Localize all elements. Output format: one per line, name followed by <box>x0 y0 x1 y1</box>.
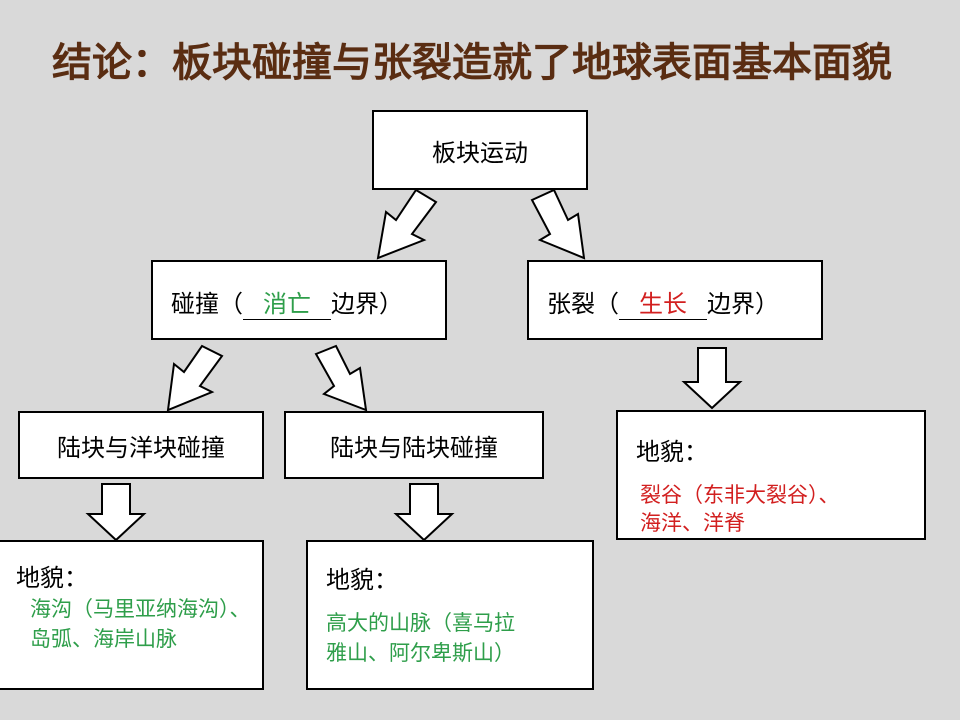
collision-suffix: 边界） <box>331 290 403 318</box>
continent-continent-box: 陆块与陆块碰撞 <box>284 411 544 479</box>
arrow-rift-down-icon <box>681 347 743 410</box>
rift-landform-heading: 地貌： <box>636 438 708 466</box>
plate-motion-label: 板块运动 <box>432 138 528 167</box>
oc-landform-line1: 海沟（马里亚纳海沟）、 <box>30 597 251 621</box>
cc-landform-heading: 地貌： <box>326 566 398 594</box>
arrow-collision-to-continent-icon <box>314 344 368 412</box>
continent-continent-landform-box: 地貌： 高大的山脉（喜马拉 雅山、阿尔卑斯山） <box>306 540 594 690</box>
rift-fill: 生长 <box>619 284 707 320</box>
arrow-continent-down-icon <box>393 483 455 542</box>
slide-title: 结论：板块碰撞与张裂造就了地球表面基本面貌 <box>52 40 892 86</box>
ocean-continent-box: 陆块与洋块碰撞 <box>18 411 264 479</box>
arrow-ocean-down-icon <box>85 483 147 542</box>
rift-prefix: 张裂（ <box>547 290 619 318</box>
oc-landform-line2: 岛弧、海岸山脉 <box>30 627 177 651</box>
arrow-root-to-rift-icon <box>530 188 586 260</box>
collision-box: 碰撞（消亡边界） <box>151 260 447 340</box>
ocean-continent-landform-box: 地貌： 海沟（马里亚纳海沟）、 岛弧、海岸山脉 <box>0 540 264 690</box>
continent-continent-label: 陆块与陆块碰撞 <box>330 433 498 462</box>
rift-box: 张裂（生长边界） <box>527 260 823 340</box>
ocean-continent-label: 陆块与洋块碰撞 <box>57 433 225 462</box>
rift-suffix: 边界） <box>707 290 779 318</box>
collision-prefix: 碰撞（ <box>171 290 243 318</box>
rift-label: 张裂（生长边界） <box>547 284 779 320</box>
arrow-root-to-collision-icon <box>376 188 438 260</box>
rift-landform-line1: 裂谷（东非大裂谷）、 <box>640 483 840 507</box>
collision-fill: 消亡 <box>243 284 331 320</box>
rift-landform-line2: 海洋、洋脊 <box>640 511 745 535</box>
cc-landform-line2: 雅山、阿尔卑斯山） <box>326 641 515 665</box>
plate-motion-box: 板块运动 <box>372 110 588 190</box>
cc-landform-line1: 高大的山脉（喜马拉 <box>326 611 515 635</box>
arrow-collision-to-ocean-icon <box>166 344 224 412</box>
oc-landform-heading: 地貌： <box>16 564 88 592</box>
collision-label: 碰撞（消亡边界） <box>171 284 403 320</box>
rift-landform-box: 地貌： 裂谷（东非大裂谷）、 海洋、洋脊 <box>616 410 926 540</box>
